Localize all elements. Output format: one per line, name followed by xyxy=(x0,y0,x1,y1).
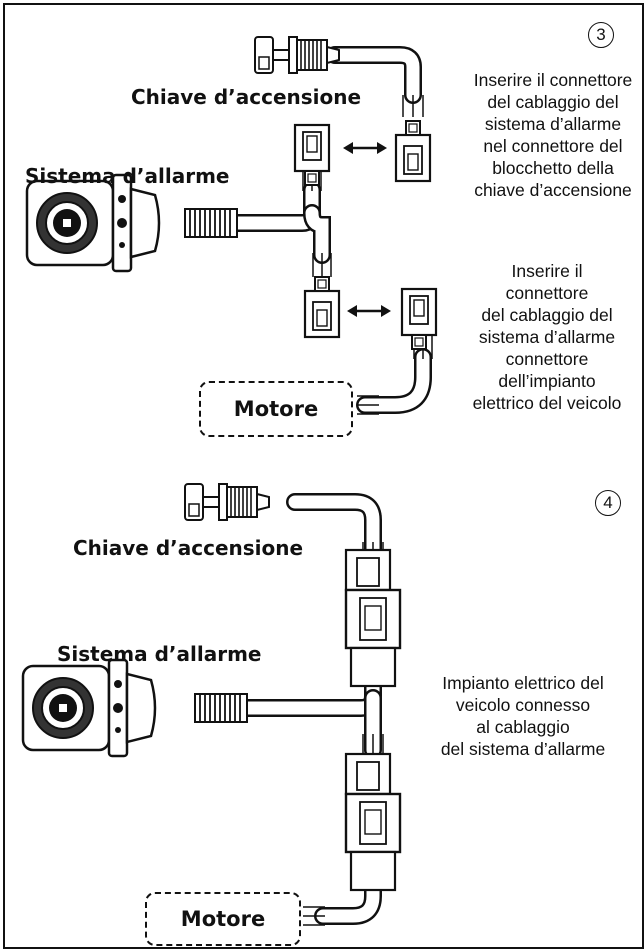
text-line: Inserire il xyxy=(511,261,583,281)
step-number: 4 xyxy=(595,490,621,516)
engine-box: Motore xyxy=(145,892,301,946)
text-line: sistema d’allarme xyxy=(484,114,622,134)
coupled-connector-bottom-icon xyxy=(344,752,402,892)
text-line: blocchetto della xyxy=(492,158,614,178)
connect-arrow-icon xyxy=(345,303,393,319)
step-4-panel: 4 Chiave d’accensione Sistema d’allarme … xyxy=(3,458,644,949)
cable-bellows-icon xyxy=(194,693,248,723)
text-line: del cablaggio del xyxy=(481,305,613,325)
text-line: nel connettore del xyxy=(483,136,623,156)
alarm-module-icon xyxy=(25,173,161,273)
step-3-wiring-diagram xyxy=(25,36,438,415)
coupled-connector-top-icon xyxy=(344,548,402,688)
connect-arrow-icon xyxy=(341,140,389,156)
text-line: elettrico del veicolo xyxy=(472,393,622,413)
text-line: Inserire il connettore xyxy=(473,70,633,90)
cable-bellows-icon xyxy=(184,208,238,238)
alarm-system-label: Sistema d’allarme xyxy=(57,642,262,666)
text-line: Impianto elettrico del xyxy=(442,673,604,693)
text-line: al cablaggio xyxy=(476,717,570,737)
result-description: Impianto elettrico del veicolo connesso … xyxy=(408,672,638,760)
step-4-wiring-diagram xyxy=(21,483,402,926)
ignition-key-icon xyxy=(184,483,270,521)
text-line: del cablaggio del xyxy=(487,92,619,112)
text-line: sistema d’allarme xyxy=(478,327,616,347)
instruction-vehicle: Inserire il connettore del cablaggio del… xyxy=(427,260,642,414)
text-line: connettore xyxy=(505,283,589,303)
text-line: chiave d’accensione xyxy=(474,180,632,200)
ignition-key-icon xyxy=(254,36,340,74)
text-line: del sistema d’allarme xyxy=(440,739,606,759)
instruction-ignition: Inserire il connettore del cablaggio del… xyxy=(433,69,642,201)
text-line: dell’impianto xyxy=(498,371,596,391)
text-line: veicolo connesso xyxy=(455,695,591,715)
text-line: connettore xyxy=(505,349,589,369)
step-3-panel: 3 Chiave d’accensione Sistema d’allarme … xyxy=(3,3,644,462)
ignition-key-label: Chiave d’accensione xyxy=(73,536,304,560)
alarm-connector-bottom-icon xyxy=(303,275,341,339)
step-number: 3 xyxy=(588,22,614,48)
alarm-connector-top-icon xyxy=(293,123,331,187)
ignition-connector-icon xyxy=(394,119,432,183)
engine-box: Motore xyxy=(199,381,353,437)
alarm-system-label: Sistema d’allarme xyxy=(25,164,230,188)
alarm-module-icon xyxy=(21,658,157,758)
ignition-key-label: Chiave d’accensione xyxy=(131,85,362,109)
